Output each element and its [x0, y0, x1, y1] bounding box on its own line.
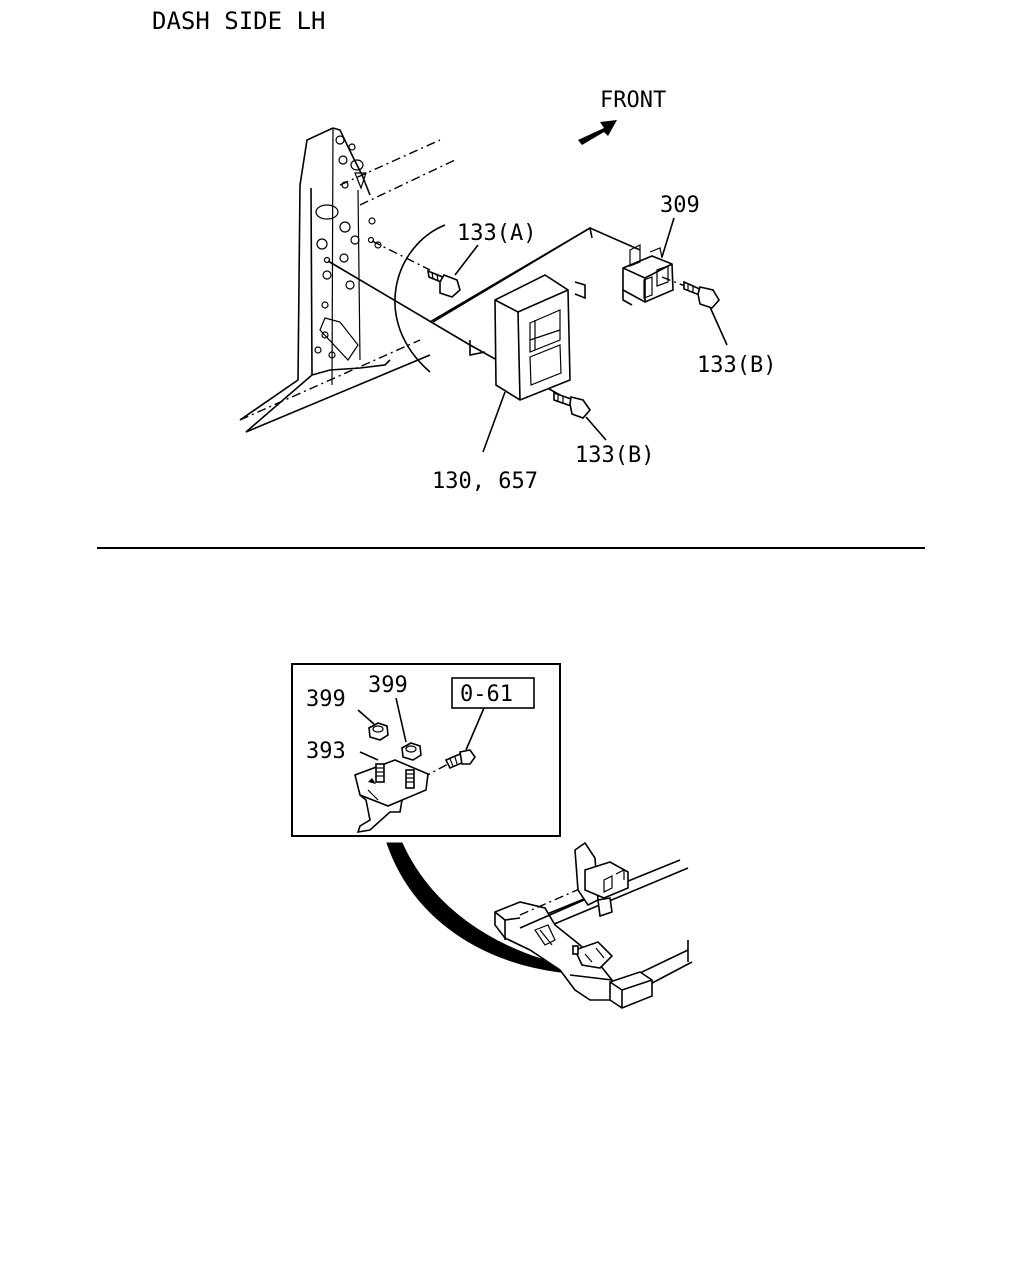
callout-133b-lower: 133(B) [575, 443, 654, 468]
frame-chassis [494, 841, 693, 1009]
reference-0-61: 0-61 [460, 682, 513, 707]
bracket-309 [622, 244, 674, 306]
callout-399-left: 399 [306, 687, 346, 712]
bolt-133a [426, 269, 461, 298]
dash-panel [239, 127, 456, 433]
front-arrow-icon [578, 120, 617, 145]
callout-399-right: 399 [368, 673, 408, 698]
front-label: FRONT [600, 88, 666, 113]
diagram-title: DASH SIDE LH [152, 7, 325, 35]
bolt-133b-right [683, 280, 720, 309]
bolt-small [444, 749, 476, 770]
callout-309: 309 [660, 193, 700, 218]
nut-399-left [368, 722, 389, 741]
callout-133a: 133(A) [457, 221, 536, 246]
callout-133b-right: 133(B) [697, 353, 776, 378]
callout-393: 393 [306, 739, 346, 764]
callout-130-657: 130, 657 [432, 469, 538, 494]
reference-box [451, 677, 535, 709]
bolt-133b-lower [553, 391, 592, 419]
nut-399-right [401, 742, 422, 761]
control-module [432, 226, 593, 401]
stud-bracket-393 [354, 759, 429, 834]
